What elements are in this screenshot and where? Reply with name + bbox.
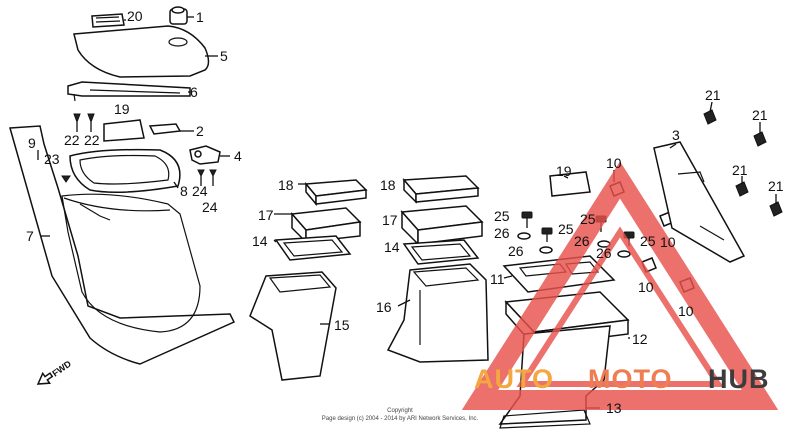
label-10-a: 10 [606, 155, 622, 171]
label-8: 8 [180, 183, 188, 199]
label-4: 4 [234, 148, 242, 164]
label-16: 16 [376, 299, 392, 315]
part-22-screws [73, 113, 95, 132]
label-2: 2 [196, 123, 204, 139]
fwd-arrow: FWD [36, 358, 73, 385]
label-9: 9 [28, 135, 36, 151]
label-21-c: 21 [732, 162, 748, 178]
part-21-screws [703, 109, 783, 217]
part-14-mid-left [274, 235, 352, 261]
copyright-line-1: Copyright [387, 408, 413, 414]
part-24-screws [197, 169, 217, 186]
part-8-frame [69, 148, 181, 193]
label-3: 3 [672, 127, 680, 143]
label-6: 6 [190, 84, 198, 100]
label-25-c: 25 [580, 211, 596, 227]
part-3-cover [653, 141, 746, 263]
label-25-a: 25 [494, 208, 510, 224]
label-19-right: 19 [556, 163, 572, 179]
part-4-lock [189, 145, 221, 165]
label-26-d: 26 [596, 245, 612, 261]
copyright-line-2: Page design (c) 2004 - 2014 by ARI Netwo… [322, 416, 479, 422]
watermark-logo: AUTO MOTO HUB [461, 161, 779, 410]
part-7-side-cover [9, 125, 236, 365]
label-7: 7 [26, 228, 34, 244]
label-1: 1 [196, 9, 204, 25]
part-19-pad-right [549, 171, 591, 197]
part-6-hinge [67, 81, 191, 102]
label-10-d: 10 [678, 303, 694, 319]
part-labels: 20 1 5 6 19 2 4 9 22 22 23 8 24 24 7 18 … [26, 8, 784, 416]
part-17-mid-left [290, 207, 362, 244]
label-14-a: 14 [252, 233, 268, 249]
label-10-b: 10 [660, 234, 676, 250]
label-26-c: 26 [574, 233, 590, 249]
left-leader-lines [37, 16, 230, 237]
label-13: 13 [606, 400, 622, 416]
label-21-a: 21 [705, 87, 721, 103]
label-10-c: 10 [638, 279, 654, 295]
copyright-notice: Copyright Page design (c) 2004 - 2014 by… [322, 408, 479, 422]
part-5-lid [73, 25, 210, 78]
label-21-b: 21 [752, 107, 768, 123]
label-25-b: 25 [558, 221, 574, 237]
part-20-decal [91, 13, 125, 28]
label-22-a: 22 [64, 132, 80, 148]
label-5: 5 [220, 48, 228, 64]
part-14-mid-right [402, 239, 480, 265]
label-24-a: 24 [192, 183, 208, 199]
part-16-duct [386, 263, 489, 363]
label-17-b: 17 [382, 212, 398, 228]
watermark-auto: AUTO [474, 364, 554, 394]
label-11: 11 [490, 271, 505, 287]
label-12: 12 [632, 331, 648, 347]
label-19-left: 19 [114, 101, 130, 117]
part-2-latch [148, 123, 182, 135]
label-14-b: 14 [384, 239, 400, 255]
part-19-pad-left [103, 119, 145, 142]
label-20: 20 [127, 8, 143, 24]
part-18-mid-right [402, 175, 480, 204]
part-23-screw [61, 175, 71, 183]
label-15: 15 [334, 317, 350, 333]
label-18-a: 18 [278, 177, 294, 193]
label-24-b: 24 [202, 199, 218, 215]
part-1-cap [169, 6, 188, 25]
label-26-a: 26 [494, 225, 510, 241]
part-18-mid-left [304, 179, 368, 207]
watermark-hub: HUB [708, 364, 770, 394]
part-26-washers [517, 232, 631, 258]
label-25-d: 25 [640, 233, 656, 249]
label-17-a: 17 [258, 207, 274, 223]
label-26-b: 26 [508, 243, 524, 259]
part-15-duct [249, 271, 337, 381]
label-22-b: 22 [84, 132, 100, 148]
watermark-moto: MOTO [588, 364, 673, 394]
label-18-b: 18 [380, 177, 396, 193]
fwd-label: FWD [50, 358, 73, 378]
label-23: 23 [44, 151, 60, 167]
part-17-mid-right [400, 205, 484, 246]
label-21-d: 21 [768, 178, 784, 194]
